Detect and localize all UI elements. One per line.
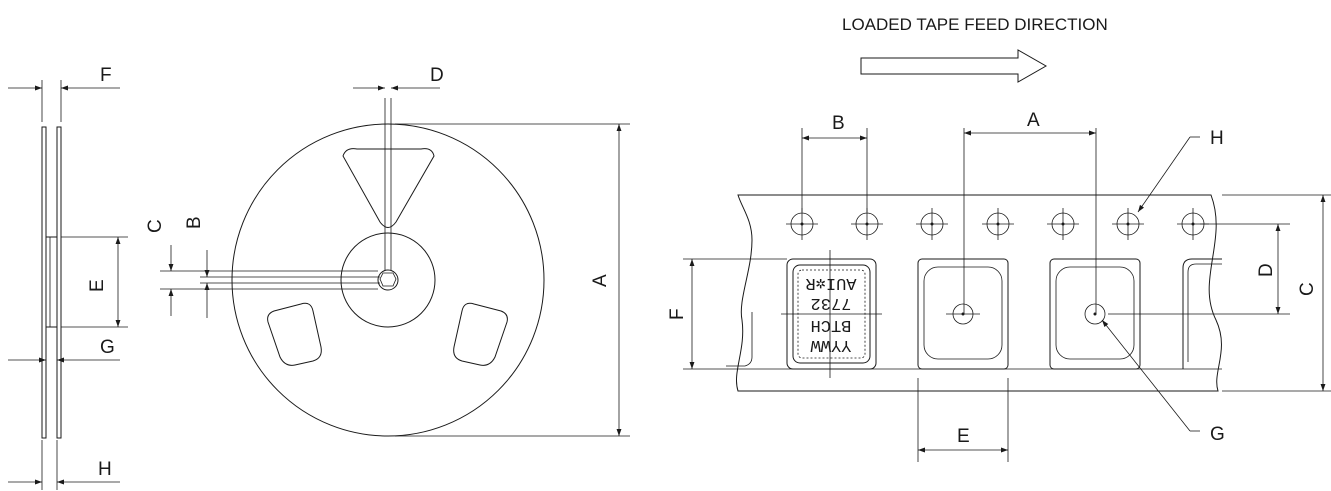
reel-label-c: C	[145, 219, 166, 233]
tape-label-g: G	[1210, 424, 1225, 445]
reel-side-view: F E G H	[8, 65, 128, 490]
feed-direction-arrow	[860, 49, 1048, 83]
reel-front-view: D C B A	[145, 65, 630, 437]
reel-label-d: D	[430, 65, 444, 86]
tape-label-d: D	[1256, 263, 1277, 277]
reel-window-right	[453, 302, 508, 366]
feed-direction: LOADED TAPE FEED DIRECTION	[842, 15, 1108, 83]
reel-hub-side	[45, 236, 58, 328]
side-label-f: F	[100, 65, 112, 86]
tape-body	[736, 194, 1222, 392]
carrier-tape: YYWW BTCH 7732 AUI✲R B	[667, 110, 1331, 462]
sprocket-holes	[786, 208, 1209, 240]
side-label-e: E	[87, 279, 108, 292]
reel-window-top	[342, 148, 435, 228]
reel-window-left	[267, 302, 322, 366]
reel-flange-left	[41, 126, 47, 439]
empty-pocket-2	[917, 258, 1009, 370]
tape-label-f: F	[667, 308, 688, 320]
reel-outer-circle	[231, 123, 545, 437]
marking-line-3: 7732	[811, 293, 852, 312]
reel-spindle-hole	[377, 269, 399, 291]
tape-label-b: B	[832, 113, 845, 134]
reel-hub-circle	[340, 232, 436, 328]
reel-label-a: A	[590, 274, 611, 287]
feed-direction-title: LOADED TAPE FEED DIRECTION	[842, 15, 1108, 34]
marking-line-1: YYWW	[810, 335, 852, 354]
tape-label-e: E	[957, 426, 970, 447]
side-label-h: H	[98, 459, 112, 480]
tape-label-h: H	[1210, 128, 1224, 149]
marking-line-2: BTCH	[811, 315, 852, 334]
reel-flange-right	[56, 126, 62, 439]
reel-label-b: B	[184, 216, 205, 229]
side-label-g: G	[100, 337, 115, 358]
marking-line-4: AUI✲R	[805, 273, 856, 292]
tape-label-a: A	[1027, 110, 1040, 131]
pocket-with-component: YYWW BTCH 7732 AUI✲R	[781, 250, 882, 378]
tape-label-c: C	[1297, 282, 1318, 296]
